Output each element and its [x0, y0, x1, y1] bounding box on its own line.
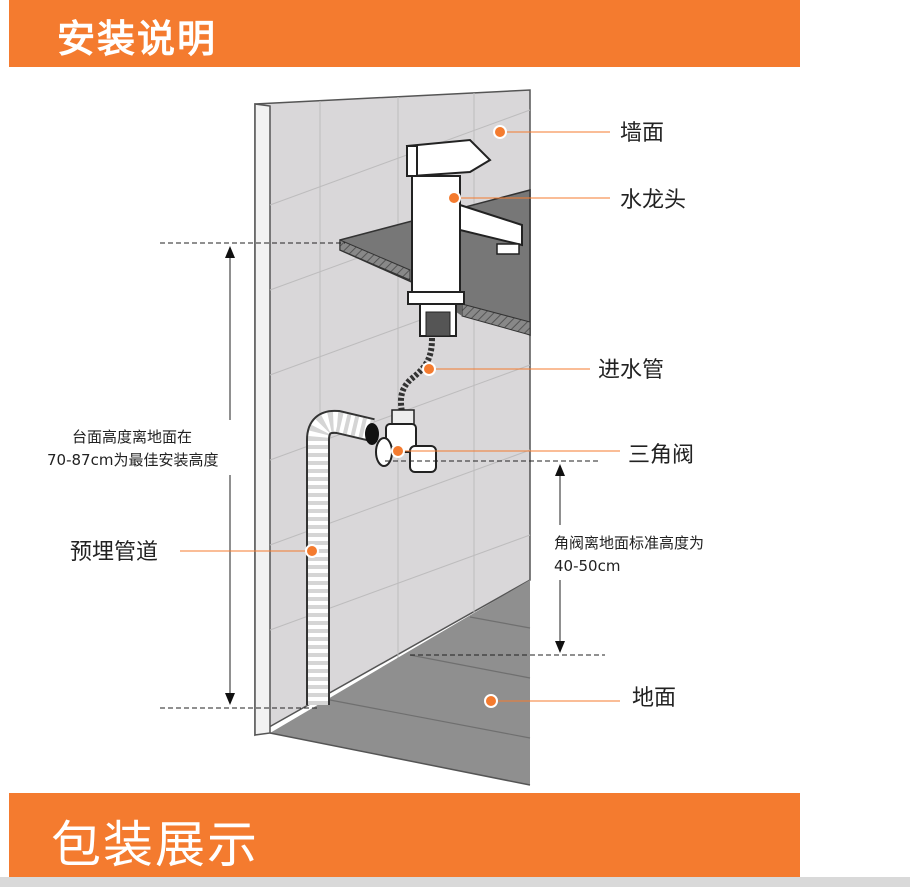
counter-height-note-line1: 台面高度离地面在: [72, 428, 192, 446]
counter-height-note-line2: 70-87cm为最佳安装高度: [47, 451, 218, 469]
valve-height-note-line1: 角阀离地面标准高度为: [554, 534, 704, 552]
label-faucet: 水龙头: [620, 188, 686, 213]
callout-hose: [422, 362, 590, 376]
label-wall: 墙面: [620, 121, 664, 146]
callout-wall: [493, 125, 610, 139]
label-embedded-pipe: 预埋管道: [70, 540, 158, 565]
valve-height-dimension: [385, 460, 605, 656]
label-floor: 地面: [632, 686, 676, 711]
bottom-divider: [0, 877, 910, 887]
callout-floor: [484, 694, 620, 708]
footer-title: 包装展示: [51, 816, 259, 874]
footer-banner: 包装展示: [9, 793, 800, 877]
callout-valve: [391, 444, 620, 458]
header-banner: 安装说明: [9, 0, 800, 67]
embedded-pipe-illustration: [306, 409, 379, 705]
label-inlet-hose: 进水管: [598, 358, 664, 383]
valve-height-note-line2: 40-50cm: [554, 557, 620, 575]
callout-faucet: [447, 191, 610, 205]
counter-height-dimension: [160, 242, 345, 709]
callout-pipe: [180, 544, 319, 558]
floor-panel: [269, 580, 531, 786]
inlet-hose: [398, 337, 435, 413]
label-angle-valve: 三角阀: [628, 443, 694, 468]
header-title: 安装说明: [57, 17, 218, 61]
